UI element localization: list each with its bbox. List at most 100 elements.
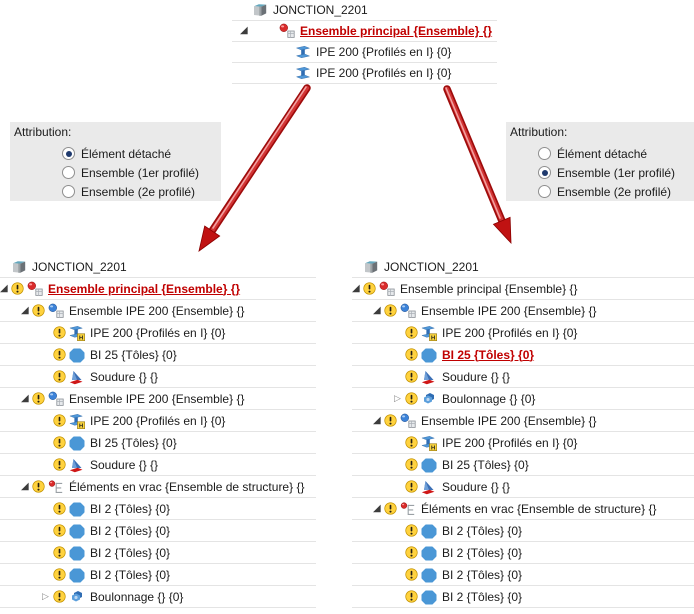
radio-option-ensemble-2e[interactable]: Ensemble (2e profilé) [538, 182, 675, 201]
warning-icon [384, 414, 400, 427]
weld-icon [421, 479, 440, 495]
radio-button[interactable] [538, 166, 551, 179]
tree-row[interactable]: ◢ Ensemble principal {Ensemble} {} [0, 278, 316, 300]
radio-group: Élément détaché Ensemble (1er profilé) E… [538, 144, 675, 201]
tree-row[interactable]: ◢ Ensemble principal {Ensemble} {} [352, 278, 694, 300]
expander-expanded-icon[interactable]: ◢ [352, 282, 360, 294]
expander-expanded-icon[interactable]: ◢ [373, 414, 381, 426]
attribution-panel-left: Attribution: Élément détaché Ensemble (1… [10, 122, 221, 201]
tree-row[interactable]: BI 2 {Tôles} {0} [352, 564, 694, 586]
tree-row[interactable]: ◢ Ensemble IPE 200 {Ensemble} {} [352, 410, 694, 432]
warning-icon [53, 326, 69, 339]
tree-row[interactable]: JONCTION_2201 [0, 256, 316, 278]
warning-icon [32, 480, 48, 493]
tree-row[interactable]: ◢ Éléments en vrac {Ensemble de structur… [0, 476, 316, 498]
tree-row[interactable]: H IPE 200 {Profilés en I} {0} [0, 322, 316, 344]
radio-option-element-detache[interactable]: Élément détaché [538, 144, 675, 163]
warning-icon [53, 436, 69, 449]
tree-row[interactable]: H IPE 200 {Profilés en I} {0} [0, 410, 316, 432]
beam-icon [295, 44, 314, 60]
tree-row[interactable]: BI 2 {Tôles} {0} [352, 520, 694, 542]
ensemble-main-icon [279, 23, 298, 39]
warning-icon [53, 348, 69, 361]
radio-button[interactable] [62, 166, 75, 179]
tree-row[interactable]: ◢ Ensemble principal {Ensemble} {} [232, 21, 497, 42]
tree-row-label: Ensemble principal {Ensemble} {} [400, 281, 578, 296]
tree-row-label: IPE 200 {Profilés en I} {0} [316, 66, 452, 80]
tree-row[interactable]: H IPE 200 {Profilés en I} {0} [352, 322, 694, 344]
tree-row-label: Boulonnage {} {0} [90, 589, 184, 604]
tree-row[interactable]: IPE 200 {Profilés en I} {0} [232, 63, 497, 84]
tree-row[interactable]: JONCTION_2201 [352, 256, 694, 278]
warning-icon [32, 392, 48, 405]
tree-row[interactable]: Soudure {} {} [0, 454, 316, 476]
warning-icon [405, 370, 421, 383]
tree-row[interactable]: IPE 200 {Profilés en I} {0} [232, 42, 497, 63]
radio-button[interactable] [62, 147, 75, 160]
tree-row[interactable]: BI 25 {Tôles} {0} [0, 432, 316, 454]
tree-row[interactable]: ◢ Ensemble IPE 200 {Ensemble} {} [352, 300, 694, 322]
plate-icon [421, 347, 440, 363]
expander-expanded-icon[interactable]: ◢ [240, 25, 248, 36]
tree-row-label: Soudure {} {} [90, 457, 159, 472]
weld-icon [69, 457, 88, 473]
radio-option-ensemble-2e[interactable]: Ensemble (2e profilé) [62, 182, 199, 201]
ensemble-sub-icon [400, 413, 419, 429]
tree-row[interactable]: BI 2 {Tôles} {0} [0, 542, 316, 564]
tree-row-label: JONCTION_2201 [32, 259, 127, 274]
tree-row[interactable]: JONCTION_2201 [232, 0, 497, 21]
warning-icon [405, 436, 421, 449]
expander-expanded-icon[interactable]: ◢ [373, 502, 381, 514]
tree-row-label: Ensemble principal {Ensemble} {} [48, 281, 241, 296]
tree-row[interactable]: ◢ Éléments en vrac {Ensemble de structur… [352, 498, 694, 520]
tree-row[interactable]: ▷ Boulonnage {} {0} [352, 388, 694, 410]
plate-icon [69, 567, 88, 583]
tree-row-label: Ensemble IPE 200 {Ensemble} {} [69, 391, 245, 406]
tree-row[interactable]: Soudure {} {} [352, 366, 694, 388]
tree-row[interactable]: BI 25 {Tôles} {0} [0, 344, 316, 366]
radio-option-ensemble-1er[interactable]: Ensemble (1er profilé) [62, 163, 199, 182]
radio-button[interactable] [538, 147, 551, 160]
plate-icon [421, 523, 440, 539]
plate-icon [421, 457, 440, 473]
tree-row-label: Boulonnage {} {0} [442, 391, 536, 406]
tree-row[interactable]: BI 2 {Tôles} {0} [0, 564, 316, 586]
radio-button[interactable] [62, 185, 75, 198]
expander-expanded-icon[interactable]: ◢ [21, 392, 29, 404]
warning-icon [53, 502, 69, 515]
tree-row[interactable]: BI 2 {Tôles} {0} [352, 542, 694, 564]
plate-icon [69, 435, 88, 451]
tree-row-label: BI 2 {Tôles} {0} [90, 501, 171, 516]
tree-row[interactable]: ◢ Ensemble IPE 200 {Ensemble} {} [0, 388, 316, 410]
tree-row[interactable]: BI 2 {Tôles} {0} [0, 498, 316, 520]
tree-row[interactable]: Soudure {} {} [0, 366, 316, 388]
svg-text:H: H [79, 335, 83, 341]
tree-row[interactable]: ◢ Ensemble IPE 200 {Ensemble} {} [0, 300, 316, 322]
radio-button[interactable] [538, 185, 551, 198]
attribution-panel-right: Attribution: Élément détaché Ensemble (1… [506, 122, 694, 201]
expander-expanded-icon[interactable]: ◢ [21, 480, 29, 492]
loose-elements-icon [400, 501, 419, 517]
expander-collapsed-icon[interactable]: ▷ [42, 591, 49, 601]
radio-option-ensemble-1er[interactable]: Ensemble (1er profilé) [538, 163, 675, 182]
expander-collapsed-icon[interactable]: ▷ [394, 393, 401, 403]
tree-row-label: Soudure {} {} [90, 369, 159, 384]
panel-title: Attribution: [14, 125, 72, 139]
tree-row-label: BI 2 {Tôles} {0} [442, 589, 523, 604]
warning-icon [384, 304, 400, 317]
tree-row[interactable]: BI 25 {Tôles} {0} [352, 344, 694, 366]
tree-row[interactable]: BI 2 {Tôles} {0} [352, 586, 694, 608]
expander-expanded-icon[interactable]: ◢ [0, 282, 8, 294]
tree-row[interactable]: ▷ Boulonnage {} {0} [0, 586, 316, 608]
expander-expanded-icon[interactable]: ◢ [373, 304, 381, 316]
radio-option-element-detache[interactable]: Élément détaché [62, 144, 199, 163]
tree-row-label: JONCTION_2201 [273, 3, 368, 17]
tree-row[interactable]: BI 2 {Tôles} {0} [0, 520, 316, 542]
tree-row[interactable]: BI 25 {Tôles} {0} [352, 454, 694, 476]
tree-row-label: BI 2 {Tôles} {0} [442, 523, 523, 538]
expander-expanded-icon[interactable]: ◢ [21, 304, 29, 316]
panel-title: Attribution: [510, 125, 568, 139]
tree-row[interactable]: Soudure {} {} [352, 476, 694, 498]
tree-row[interactable]: H IPE 200 {Profilés en I} {0} [352, 432, 694, 454]
radio-label: Ensemble (1er profilé) [557, 165, 676, 180]
